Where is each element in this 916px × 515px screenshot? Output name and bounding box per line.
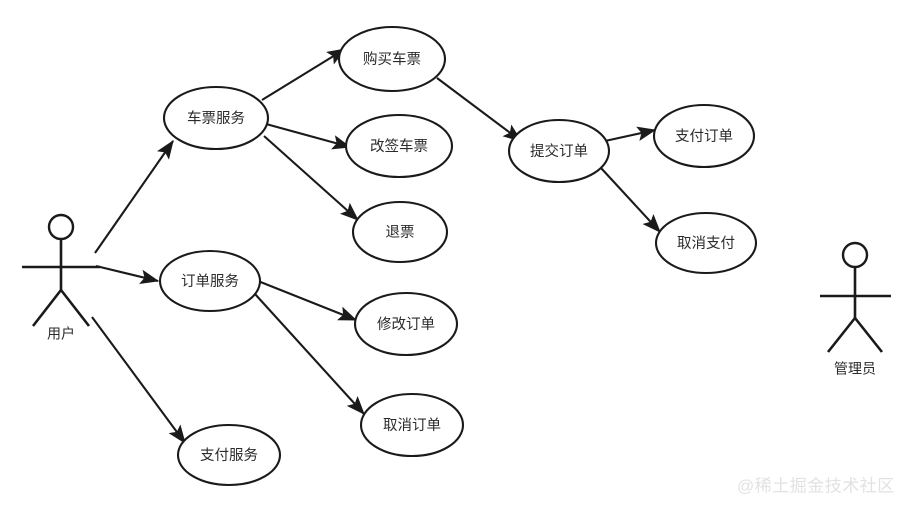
use-case-buy-ticket[interactable]: 购买车票 xyxy=(337,25,447,93)
association-user-to-pay-service xyxy=(91,316,186,445)
use-case-modify-order[interactable]: 修改订单 xyxy=(353,291,459,357)
use-case-ellipse[interactable] xyxy=(162,85,270,151)
use-case-change-ticket[interactable]: 改签车票 xyxy=(344,113,454,179)
use-case-ellipse[interactable] xyxy=(507,118,611,184)
actor-right-leg-line xyxy=(59,289,91,327)
use-case-pay-service[interactable]: 支付服务 xyxy=(176,423,282,487)
actor-user[interactable]: 用户 xyxy=(22,213,100,342)
actor-label: 用户 xyxy=(47,326,75,342)
association-user-to-ticket-service xyxy=(94,139,174,254)
use-case-ellipse[interactable] xyxy=(176,423,282,487)
use-case-label: 取消支付 xyxy=(677,235,735,252)
actor-head-icon xyxy=(841,241,869,269)
use-case-ellipse[interactable] xyxy=(337,25,447,93)
actor-right-leg-line xyxy=(853,317,884,353)
association-buy-ticket-to-submit-order xyxy=(436,77,523,142)
use-case-label: 订单服务 xyxy=(181,273,239,290)
use-case-label: 取消订单 xyxy=(383,417,441,434)
use-case-ellipse[interactable] xyxy=(654,211,758,275)
use-case-ellipse[interactable] xyxy=(353,291,459,357)
use-case-label: 支付服务 xyxy=(200,447,258,464)
association-ticket-service-to-buy-ticket xyxy=(261,48,347,101)
association-submit-order-to-pay-order xyxy=(604,126,657,143)
use-case-ellipse[interactable] xyxy=(652,103,756,169)
use-case-label: 退票 xyxy=(386,224,415,241)
actor-left-leg-line xyxy=(31,289,63,327)
association-ticket-service-to-refund-ticket xyxy=(263,135,359,221)
use-case-ellipse[interactable] xyxy=(359,392,465,458)
association-order-service-to-cancel-order xyxy=(254,293,365,415)
association-ticket-service-to-change-ticket xyxy=(265,122,352,150)
use-case-label: 修改订单 xyxy=(377,316,435,333)
association-order-service-to-modify-order xyxy=(257,280,358,321)
use-case-label: 购买车票 xyxy=(363,51,421,68)
use-case-cancel-pay[interactable]: 取消支付 xyxy=(654,211,758,275)
use-case-ellipse[interactable] xyxy=(344,113,454,179)
use-case-ellipse[interactable] xyxy=(158,249,262,313)
watermark-text: @稀土掘金技术社区 xyxy=(737,476,895,495)
association-submit-order-to-cancel-pay xyxy=(600,167,661,233)
associations-layer xyxy=(91,48,661,445)
use-case-label: 支付订单 xyxy=(675,128,733,145)
use-case-cancel-order[interactable]: 取消订单 xyxy=(359,392,465,458)
use-case-pay-order[interactable]: 支付订单 xyxy=(652,103,756,169)
use-cases-layer: 车票服务 购买车票 改签车票 退票 订单服务 修改订单 xyxy=(158,25,758,487)
use-case-submit-order[interactable]: 提交订单 xyxy=(507,118,611,184)
actor-admin[interactable]: 管理员 xyxy=(820,241,891,377)
actor-head-icon xyxy=(47,213,75,241)
association-user-to-order-service xyxy=(95,264,160,284)
use-case-ticket-service[interactable]: 车票服务 xyxy=(162,85,270,151)
use-case-refund-ticket[interactable]: 退票 xyxy=(351,200,449,264)
actor-left-leg-line xyxy=(826,317,857,353)
use-case-label: 车票服务 xyxy=(187,110,245,127)
use-case-label: 提交订单 xyxy=(530,142,588,160)
use-case-order-service[interactable]: 订单服务 xyxy=(158,249,262,313)
use-case-ellipse[interactable] xyxy=(351,200,449,264)
actor-label: 管理员 xyxy=(834,361,876,377)
use-case-label: 改签车票 xyxy=(370,138,428,155)
